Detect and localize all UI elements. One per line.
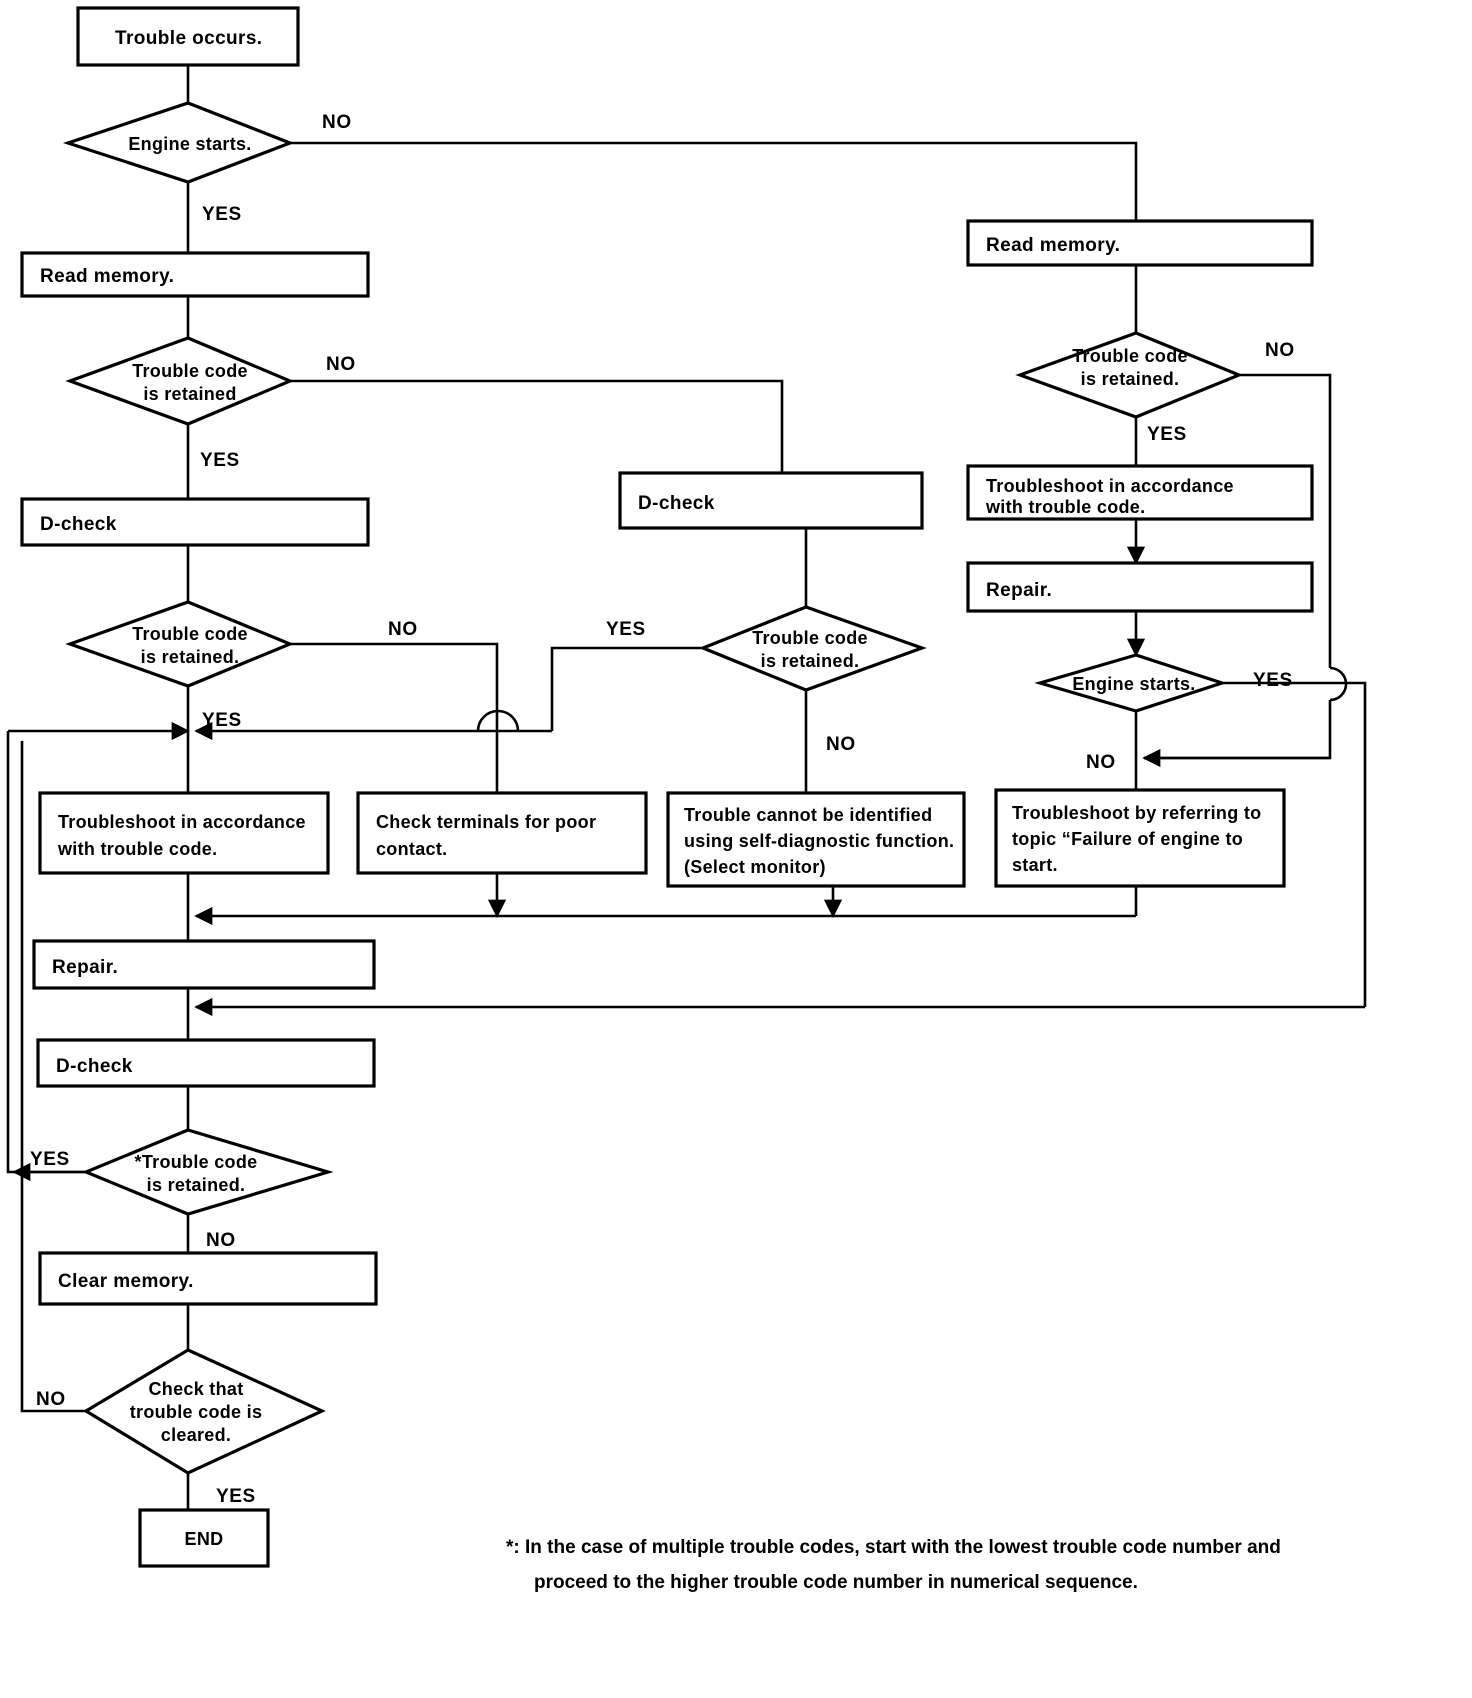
node-trouble-code-retained-1-line1: Trouble code <box>132 361 248 381</box>
node-engine-starts-1: Engine starts. <box>62 101 295 184</box>
node-read-memory-right: Read memory. <box>966 219 1314 267</box>
footnote-line-1: *: In the case of multiple trouble codes… <box>506 1537 1281 1558</box>
footnote-line-2: proceed to the higher trouble code numbe… <box>534 1572 1138 1593</box>
node-trouble-code-retained-mid: Trouble code is retained. <box>698 605 927 692</box>
node-troubleshoot-right-line1: Troubleshoot in accordance <box>986 476 1234 496</box>
node-check-cleared: Check that trouble code is cleared. <box>82 1348 326 1475</box>
node-trouble-code-retained-1: Trouble code is retained <box>65 336 295 426</box>
node-d-check-bottom-label: D-check <box>56 1056 133 1077</box>
node-d-check-bottom: D-check <box>36 1038 376 1088</box>
edge-right-no-loop <box>1144 700 1332 760</box>
edge-hop-arc <box>476 709 520 732</box>
node-clear-memory-label: Clear memory. <box>58 1271 194 1292</box>
node-trouble-code-retained-right-line2: is retained. <box>1081 369 1180 389</box>
node-check-terminals-line1: Check terminals for poor <box>376 812 596 832</box>
node-check-cleared-line2: trouble code is <box>130 1402 263 1422</box>
edge-label-no-right-2: NO <box>1086 752 1116 773</box>
node-cannot-identify-line3: (Select monitor) <box>684 857 826 877</box>
node-trouble-occurs-label: Trouble occurs. <box>115 28 262 49</box>
node-troubleshoot-failure: Troubleshoot by referring to topic “Fail… <box>994 788 1286 888</box>
node-trouble-code-retained-2-line1: Trouble code <box>132 624 248 644</box>
node-cannot-identify-line1: Trouble cannot be identified <box>684 805 932 825</box>
node-clear-memory: Clear memory. <box>38 1251 378 1306</box>
node-read-memory-left: Read memory. <box>20 251 370 298</box>
node-end-label: END <box>185 1529 224 1549</box>
node-engine-starts-2: Engine starts. <box>1034 653 1228 713</box>
node-d-check-mid-label: D-check <box>638 493 715 514</box>
node-troubleshoot-failure-line3: start. <box>1012 855 1058 875</box>
node-repair-right: Repair. <box>966 561 1314 613</box>
edge-code-right-no <box>1239 373 1332 668</box>
node-repair-bottom-label: Repair. <box>52 957 118 978</box>
node-trouble-occurs: Trouble occurs. <box>76 6 300 67</box>
node-repair-bottom: Repair. <box>32 939 376 990</box>
node-d-check-left: D-check <box>20 497 370 547</box>
edge-code2-no-to-check-terminals <box>290 642 499 793</box>
edge-label-no-1: NO <box>322 112 352 133</box>
node-trouble-code-retained-right: Trouble code is retained. <box>1015 331 1244 419</box>
node-read-memory-left-label: Read memory. <box>40 266 174 287</box>
edge-code1-no-to-dcheck-mid <box>290 379 784 473</box>
edge-label-no-bottom: NO <box>206 1230 236 1251</box>
node-troubleshoot-failure-line2: topic “Failure of engine to <box>1012 829 1243 849</box>
edge-label-yes-3: YES <box>202 710 242 731</box>
node-troubleshoot-right: Troubleshoot in accordance with trouble … <box>966 464 1314 521</box>
node-troubleshoot-left-line2: with trouble code. <box>57 839 217 859</box>
node-troubleshoot-left-line1: Troubleshoot in accordance <box>58 812 306 832</box>
connector-layer <box>6 65 1367 1510</box>
node-d-check-left-label: D-check <box>40 514 117 535</box>
node-cannot-identify-line2: using self-diagnostic function. <box>684 831 954 851</box>
node-trouble-code-retained-2: Trouble code is retained. <box>65 600 295 688</box>
edge-label-yes-end: YES <box>216 1486 256 1507</box>
node-engine-starts-1-label: Engine starts. <box>128 134 251 154</box>
edge-label-no-right-1: NO <box>1265 340 1295 361</box>
node-check-terminals-line2: contact. <box>376 839 447 859</box>
edge-label-yes-mid: YES <box>606 619 646 640</box>
node-end: END <box>138 1508 270 1568</box>
edge-label-yes-bottom: YES <box>30 1149 70 1170</box>
edge-label-yes-2: YES <box>200 450 240 471</box>
edge-label-layer: NO YES NO YES NO YES YES NO NO YES YES N… <box>30 112 1295 1507</box>
node-troubleshoot-left: Troubleshoot in accordance with trouble … <box>38 791 330 875</box>
node-star-trouble-code-line1: *Trouble code <box>135 1152 258 1172</box>
node-trouble-code-retained-right-line1: Trouble code <box>1072 346 1188 366</box>
node-troubleshoot-right-line2: with trouble code. <box>985 497 1145 517</box>
edge-label-yes-1: YES <box>202 204 242 225</box>
node-trouble-code-retained-2-line2: is retained. <box>141 647 240 667</box>
node-check-terminals: Check terminals for poor contact. <box>356 791 648 875</box>
edge-label-no-2: NO <box>326 354 356 375</box>
edge-engine-no-to-readmemory-right <box>290 141 1138 221</box>
node-read-memory-right-label: Read memory. <box>986 235 1120 256</box>
node-engine-starts-2-label: Engine starts. <box>1072 674 1195 694</box>
node-check-cleared-line1: Check that <box>148 1379 243 1399</box>
edge-engine2-yes-down-to-bottom <box>1340 681 1367 1007</box>
node-trouble-code-retained-1-line2: is retained <box>143 384 236 404</box>
node-cannot-identify: Trouble cannot be identified using self-… <box>666 791 966 888</box>
node-star-trouble-code-line2: is retained. <box>147 1175 246 1195</box>
edge-label-yes-right-2: YES <box>1253 670 1293 691</box>
node-check-cleared-line3: cleared. <box>161 1425 231 1445</box>
edge-check-no-to-left-rail <box>20 741 86 1413</box>
edge-code-mid-yes-left <box>550 646 703 731</box>
node-repair-right-label: Repair. <box>986 580 1052 601</box>
node-trouble-code-retained-mid-line2: is retained. <box>761 651 860 671</box>
edge-label-no-3: NO <box>388 619 418 640</box>
node-star-trouble-code: *Trouble code is retained. <box>81 1128 334 1216</box>
footnote: *: In the case of multiple trouble codes… <box>506 1537 1281 1593</box>
edge-label-no-clear: NO <box>36 1389 66 1410</box>
node-troubleshoot-failure-line1: Troubleshoot by referring to <box>1012 803 1261 823</box>
edge-label-yes-right-1: YES <box>1147 424 1187 445</box>
edge-label-no-mid: NO <box>826 734 856 755</box>
node-trouble-code-retained-mid-line1: Trouble code <box>752 628 868 648</box>
node-d-check-mid: D-check <box>618 471 924 530</box>
